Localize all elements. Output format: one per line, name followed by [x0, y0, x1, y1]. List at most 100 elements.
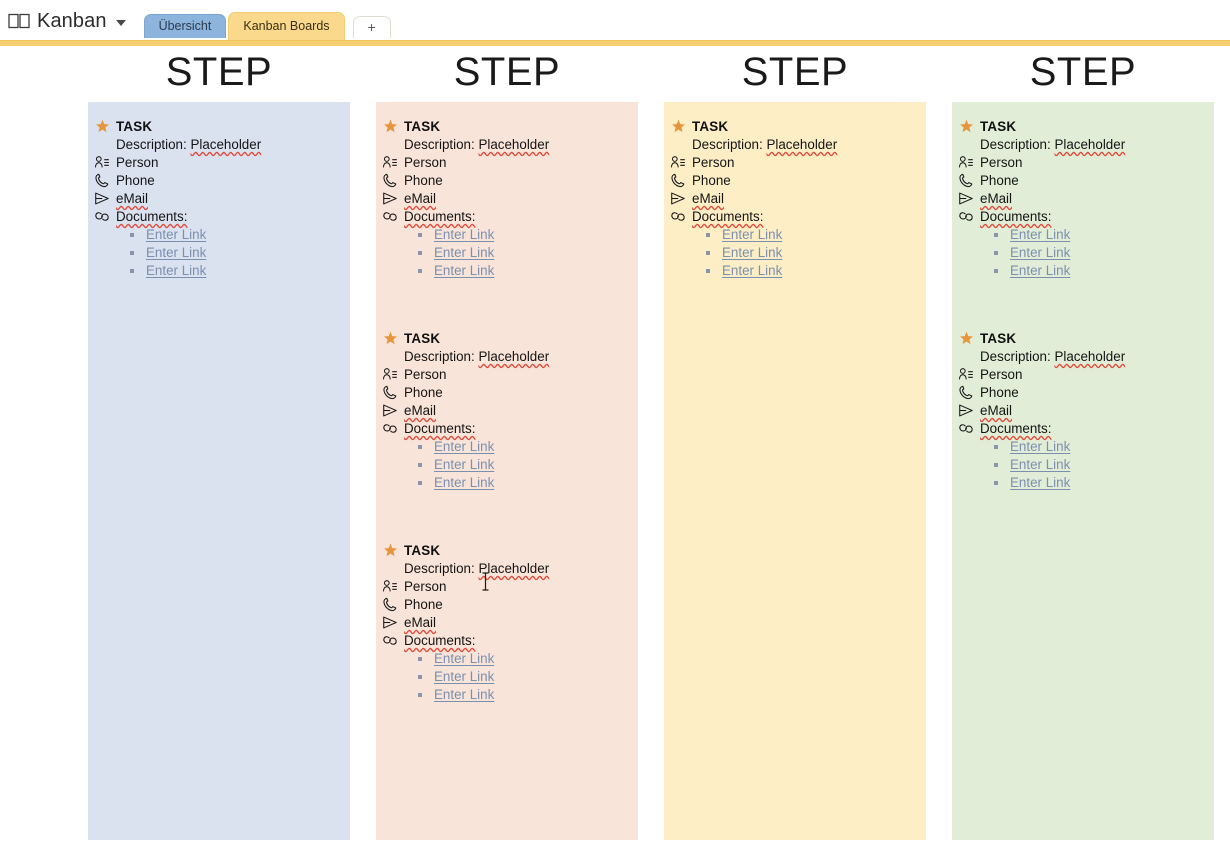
task-description-row[interactable]: Description: Placeholder [952, 136, 1204, 154]
enter-link[interactable]: Enter Link [434, 687, 495, 702]
description-value[interactable]: Placeholder [478, 561, 550, 576]
task-email-row[interactable]: eMail [376, 190, 628, 208]
enter-link[interactable]: Enter Link [1010, 439, 1071, 454]
task-description-row[interactable]: Description: Placeholder [664, 136, 916, 154]
task-description-row[interactable]: Description: Placeholder [376, 348, 628, 366]
task-description-row[interactable]: Description: Placeholder [376, 136, 628, 154]
document-list-item[interactable]: Enter Link [418, 244, 628, 262]
task-email-row[interactable]: eMail [376, 614, 628, 632]
task-description-row[interactable]: Description: Placeholder [376, 560, 628, 578]
description-value[interactable]: Placeholder [1054, 349, 1126, 364]
document-list-item[interactable]: Enter Link [130, 226, 340, 244]
document-list-item[interactable]: Enter Link [130, 262, 340, 280]
document-list-item[interactable]: Enter Link [418, 262, 628, 280]
document-list-item[interactable]: Enter Link [994, 474, 1204, 492]
description-value[interactable]: Placeholder [1054, 137, 1126, 152]
task-email[interactable]: eMail [980, 403, 1012, 418]
document-list-item[interactable]: Enter Link [418, 686, 628, 704]
task-email-row[interactable]: eMail [664, 190, 916, 208]
enter-link[interactable]: Enter Link [1010, 245, 1071, 260]
task-email[interactable]: eMail [404, 191, 436, 206]
tab-uebersicht[interactable]: Übersicht [143, 14, 227, 38]
task-phone[interactable]: Phone [980, 385, 1019, 400]
enter-link[interactable]: Enter Link [1010, 475, 1071, 490]
document-list-item[interactable]: Enter Link [706, 262, 916, 280]
task-person[interactable]: Person [116, 155, 159, 170]
task-email[interactable]: eMail [116, 191, 148, 206]
document-list-item[interactable]: Enter Link [130, 244, 340, 262]
document-list-item[interactable]: Enter Link [994, 262, 1204, 280]
task-email-row[interactable]: eMail [376, 402, 628, 420]
enter-link[interactable]: Enter Link [434, 439, 495, 454]
document-list-item[interactable]: Enter Link [994, 438, 1204, 456]
enter-link[interactable]: Enter Link [146, 227, 207, 242]
document-list-item[interactable]: Enter Link [994, 244, 1204, 262]
document-list-item[interactable]: Enter Link [706, 244, 916, 262]
task-phone-row[interactable]: Phone [376, 172, 628, 190]
tab-kanban-boards[interactable]: Kanban Boards [228, 12, 345, 40]
task-person[interactable]: Person [692, 155, 735, 170]
task-description-row[interactable]: Description: Placeholder [88, 136, 340, 154]
task-email-row[interactable]: eMail [88, 190, 340, 208]
task-phone-row[interactable]: Phone [664, 172, 916, 190]
task-person-row[interactable]: Person [88, 154, 340, 172]
task-phone-row[interactable]: Phone [952, 172, 1204, 190]
enter-link[interactable]: Enter Link [1010, 263, 1071, 278]
task-person-row[interactable]: Person [664, 154, 916, 172]
task-person[interactable]: Person [404, 367, 447, 382]
task-phone-row[interactable]: Phone [952, 384, 1204, 402]
task-person[interactable]: Person [980, 367, 1023, 382]
task-email[interactable]: eMail [980, 191, 1012, 206]
task-email[interactable]: eMail [692, 191, 724, 206]
task-person[interactable]: Person [980, 155, 1023, 170]
app-menu-button[interactable]: Kanban [8, 6, 126, 40]
task-email-row[interactable]: eMail [952, 190, 1204, 208]
enter-link[interactable]: Enter Link [1010, 227, 1071, 242]
document-list-item[interactable]: Enter Link [706, 226, 916, 244]
task-phone[interactable]: Phone [404, 597, 443, 612]
enter-link[interactable]: Enter Link [146, 263, 207, 278]
document-list-item[interactable]: Enter Link [418, 456, 628, 474]
task-person-row[interactable]: Person [952, 366, 1204, 384]
enter-link[interactable]: Enter Link [434, 245, 495, 260]
description-value[interactable]: Placeholder [478, 137, 550, 152]
enter-link[interactable]: Enter Link [722, 263, 783, 278]
task-phone-row[interactable]: Phone [88, 172, 340, 190]
task-person-row[interactable]: Person [376, 366, 628, 384]
enter-link[interactable]: Enter Link [146, 245, 207, 260]
document-list-item[interactable]: Enter Link [994, 456, 1204, 474]
task-email[interactable]: eMail [404, 615, 436, 630]
document-list-item[interactable]: Enter Link [418, 438, 628, 456]
task-phone-row[interactable]: Phone [376, 384, 628, 402]
description-value[interactable]: Placeholder [766, 137, 838, 152]
enter-link[interactable]: Enter Link [434, 227, 495, 242]
task-phone[interactable]: Phone [404, 385, 443, 400]
document-list-item[interactable]: Enter Link [418, 668, 628, 686]
task-person-row[interactable]: Person [952, 154, 1204, 172]
document-list-item[interactable]: Enter Link [994, 226, 1204, 244]
document-list-item[interactable]: Enter Link [418, 650, 628, 668]
task-description-row[interactable]: Description: Placeholder [952, 348, 1204, 366]
description-value[interactable]: Placeholder [478, 349, 550, 364]
chevron-down-icon[interactable] [115, 19, 126, 26]
document-list-item[interactable]: Enter Link [418, 474, 628, 492]
enter-link[interactable]: Enter Link [434, 457, 495, 472]
task-person-row[interactable]: Person [376, 154, 628, 172]
task-phone[interactable]: Phone [980, 173, 1019, 188]
task-person[interactable]: Person [404, 579, 447, 594]
enter-link[interactable]: Enter Link [434, 651, 495, 666]
